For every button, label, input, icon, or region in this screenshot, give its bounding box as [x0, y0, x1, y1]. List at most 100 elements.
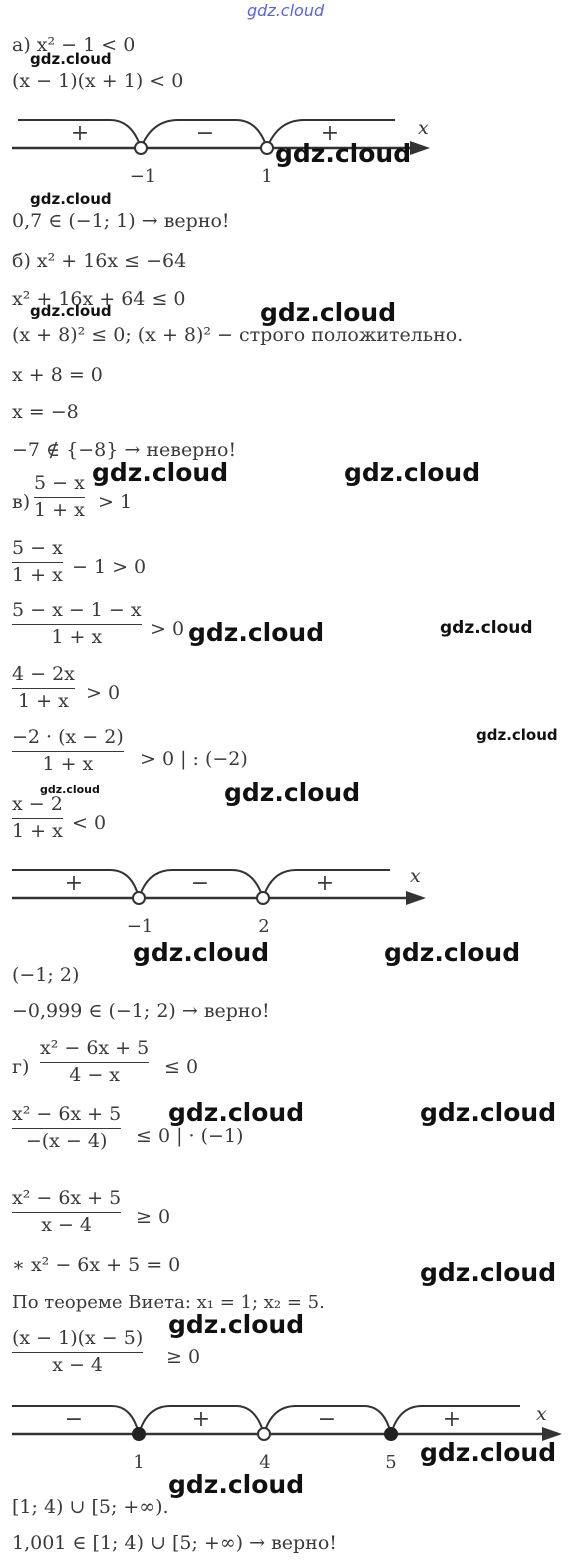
point-label: −1: [130, 166, 157, 187]
denominator: 1 + x: [12, 563, 63, 586]
numerator: −2 · (x − 2): [12, 726, 124, 748]
watermark: gdz.cloud: [224, 778, 361, 807]
watermark-top: gdz.cloud: [247, 1, 325, 20]
fraction: −2 · (x − 2) 1 + x: [12, 727, 124, 775]
part-b-check: −7 ∉ {−8} → неверно!: [12, 439, 237, 461]
axis-var-label: x: [410, 865, 421, 887]
relation: ≥ 0: [136, 1206, 171, 1228]
part-a-check: 0,7 ∈ (−1; 1) → верно!: [12, 210, 230, 232]
fraction: 4 − 2x 1 + x: [12, 664, 75, 712]
watermark: gdz.cloud: [275, 139, 412, 168]
relation: > 0 | : (−2): [140, 748, 248, 770]
watermark: gdz.cloud: [260, 298, 397, 327]
denominator: 1 + x: [34, 498, 85, 521]
part-d-check: 1,001 ∈ [1; 4) ∪ [5; +∞) → верно!: [12, 1532, 337, 1554]
numerator: x² − 6x + 5: [40, 1037, 150, 1059]
numerator: 5 − x − 1 − x: [12, 599, 142, 621]
part-b-root: x = −8: [12, 401, 79, 423]
relation: − 1 > 0: [72, 556, 147, 578]
part-b-eq: x + 8 = 0: [12, 364, 103, 386]
watermark: gdz.cloud: [188, 618, 325, 647]
sign-label: +: [316, 871, 334, 896]
part-d-vieta: По теореме Виета: x₁ = 1; x₂ = 5.: [12, 1292, 325, 1313]
watermark: gdz.cloud: [384, 938, 521, 967]
point-label: 1: [261, 166, 272, 187]
point-label: 4: [259, 1452, 270, 1473]
sign-label: −: [191, 871, 209, 896]
numerator: 5 − x: [34, 472, 85, 494]
fraction: 5 − x − 1 − x 1 + x: [12, 600, 142, 648]
fraction: 5 − x 1 + x: [12, 538, 63, 586]
watermark: gdz.cloud: [40, 783, 100, 796]
watermark: gdz.cloud: [168, 1470, 305, 1499]
relation: ≤ 0: [164, 1056, 199, 1078]
fraction: x² − 6x + 5 x − 4: [12, 1187, 122, 1236]
sign-label: +: [443, 1407, 461, 1432]
part-a-inequality: а) x² − 1 < 0: [12, 34, 136, 56]
sign-label: −: [318, 1407, 336, 1432]
denominator: 1 + x: [18, 689, 69, 712]
watermark: gdz.cloud: [168, 1098, 305, 1127]
watermark: gdz.cloud: [168, 1310, 305, 1339]
axis-var-label: x: [536, 1403, 547, 1425]
watermark: gdz.cloud: [92, 458, 229, 487]
denominator: x − 4: [52, 1353, 104, 1376]
part-b-step: x² + 16x + 64 ≤ 0: [12, 288, 186, 310]
numerator: 4 − 2x: [12, 663, 75, 685]
number-line-d: − + − + x 1 4 5: [12, 1403, 562, 1473]
point-label: 5: [385, 1452, 396, 1473]
part-c-label: в): [12, 491, 31, 513]
sign-label: −: [65, 1407, 83, 1432]
part-a-factored: (x − 1)(x + 1) < 0: [12, 70, 184, 92]
watermark: gdz.cloud: [30, 190, 112, 208]
watermark: gdz.cloud: [440, 618, 533, 638]
part-d-answer: [1; 4) ∪ [5; +∞).: [12, 1496, 169, 1518]
denominator: −(x − 4): [25, 1129, 108, 1152]
point-label: 1: [133, 1452, 144, 1473]
relation: > 1: [98, 491, 133, 513]
denominator: 1 + x: [12, 819, 63, 842]
numerator: 5 − x: [12, 537, 63, 559]
numerator: (x − 1)(x − 5): [12, 1327, 144, 1349]
relation: > 0: [150, 618, 185, 640]
relation: > 0: [86, 682, 121, 704]
fraction: x² − 6x + 5−(x − 4): [12, 1104, 122, 1152]
numerator: x − 2: [12, 793, 63, 815]
watermark: gdz.cloud: [133, 938, 270, 967]
fraction: 5 − x 1 + x: [34, 473, 85, 521]
sign-label: +: [321, 121, 339, 146]
part-c-answer: (−1; 2): [12, 964, 80, 986]
part-b-inequality: б) x² + 16x ≤ −64: [12, 250, 187, 272]
watermark: gdz.cloud: [344, 458, 481, 487]
sign-label: +: [65, 871, 83, 896]
fraction: x − 2 1 + x: [12, 794, 63, 842]
sign-label: +: [71, 121, 89, 146]
numerator: x² − 6x + 5: [12, 1187, 122, 1209]
axis-var-label: x: [418, 117, 429, 139]
relation: < 0: [72, 812, 107, 834]
watermark: gdz.cloud: [476, 726, 558, 744]
watermark: gdz.cloud: [420, 1258, 557, 1287]
watermark: gdz.cloud: [420, 1438, 557, 1467]
part-d-label: г): [12, 1056, 30, 1078]
denominator: 1 + x: [42, 752, 94, 775]
fraction: (x − 1)(x − 5) x − 4: [12, 1327, 144, 1376]
watermark: gdz.cloud: [30, 302, 112, 320]
watermark: gdz.cloud: [30, 50, 112, 68]
sign-label: +: [192, 1407, 210, 1432]
part-b-square: (x + 8)² ≤ 0; (x + 8)² − строго положите…: [12, 324, 464, 346]
relation: ≤ 0 | · (−1): [136, 1125, 244, 1147]
denominator: x − 4: [41, 1213, 93, 1236]
point-label: −1: [127, 916, 154, 937]
number-line-a: + − + x −1 1: [12, 117, 430, 187]
part-d-equation: ∗ x² − 6x + 5 = 0: [12, 1254, 181, 1276]
denominator: 4 − x: [69, 1063, 121, 1086]
denominator: 1 + x: [51, 625, 103, 648]
fraction: x² − 6x + 5 4 − x: [40, 1037, 150, 1086]
relation: ≥ 0: [166, 1346, 201, 1368]
number-line-c: + − + x −1 2: [12, 865, 426, 937]
watermark: gdz.cloud: [420, 1098, 557, 1127]
point-label: 2: [258, 916, 269, 937]
sign-label: −: [196, 121, 214, 146]
part-c-check: −0,999 ∈ (−1; 2) → верно!: [12, 1000, 270, 1022]
